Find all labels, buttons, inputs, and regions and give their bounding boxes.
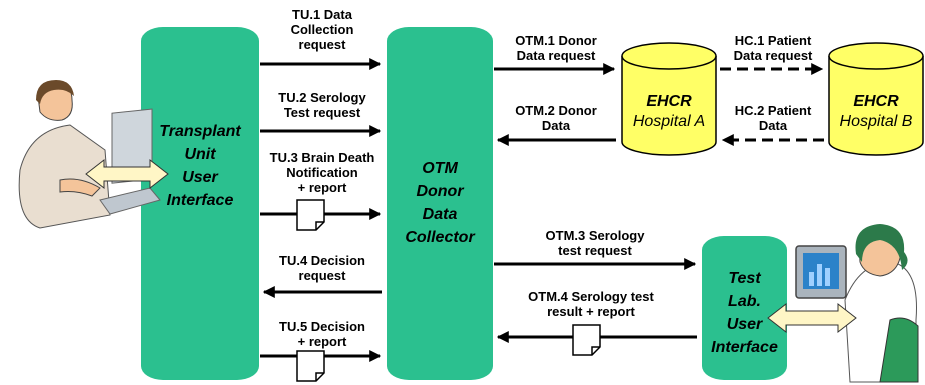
otm-collector-label: OTM Donor Data Collector: [405, 160, 475, 246]
document-icon: [296, 199, 325, 231]
tu5-label: TU.5 Decision + report: [279, 319, 365, 349]
transplant-unit-label: Transplant Unit User Interface: [159, 123, 241, 209]
ehcr-hospital-a-cylinder: [621, 42, 717, 156]
tu2-label: TU.2 Serology Test request: [278, 90, 366, 120]
test-lab-label: Test Lab. User Interface: [711, 270, 778, 356]
otm2-label: OTM.2 Donor Data: [515, 103, 597, 133]
woman-at-computer-icon: [795, 224, 919, 383]
ehcr-a-subtitle: Hospital A: [632, 113, 706, 130]
otm3-label: OTM.3 Serology test request: [545, 228, 645, 258]
tu1-label: TU.1 Data Collection request: [290, 7, 354, 52]
ehcr-b-title: EHCR: [853, 93, 899, 110]
ehcr-a-title: EHCR: [646, 93, 692, 110]
test-lab-panel: [702, 236, 787, 380]
interaction-arrow-left: [85, 158, 169, 190]
ehcr-hospital-a-label: EHCR Hospital A: [622, 92, 716, 132]
ehcr-b-subtitle: Hospital B: [839, 113, 913, 130]
interaction-arrow-right: [767, 302, 857, 334]
otm-donor-data-collector-panel: [387, 27, 493, 380]
ehcr-hospital-b-cylinder: [828, 42, 924, 156]
ehcr-hospital-b-label: EHCR Hospital B: [829, 92, 923, 132]
document-icon: [296, 350, 325, 382]
otm4-label: OTM.4 Serology test result + report: [528, 289, 654, 319]
tu4-label: TU.4 Decision request: [279, 253, 365, 283]
document-icon: [572, 324, 601, 356]
otm1-label: OTM.1 Donor Data request: [515, 33, 597, 63]
hc2-label: HC.2 Patient Data: [734, 103, 812, 133]
transplant-unit-panel: [141, 27, 259, 380]
person-at-computer-icon: [18, 80, 161, 229]
tu3-label: TU.3 Brain Death Notification + report: [269, 150, 375, 195]
hc1-label: HC.1 Patient Data request: [733, 33, 813, 63]
